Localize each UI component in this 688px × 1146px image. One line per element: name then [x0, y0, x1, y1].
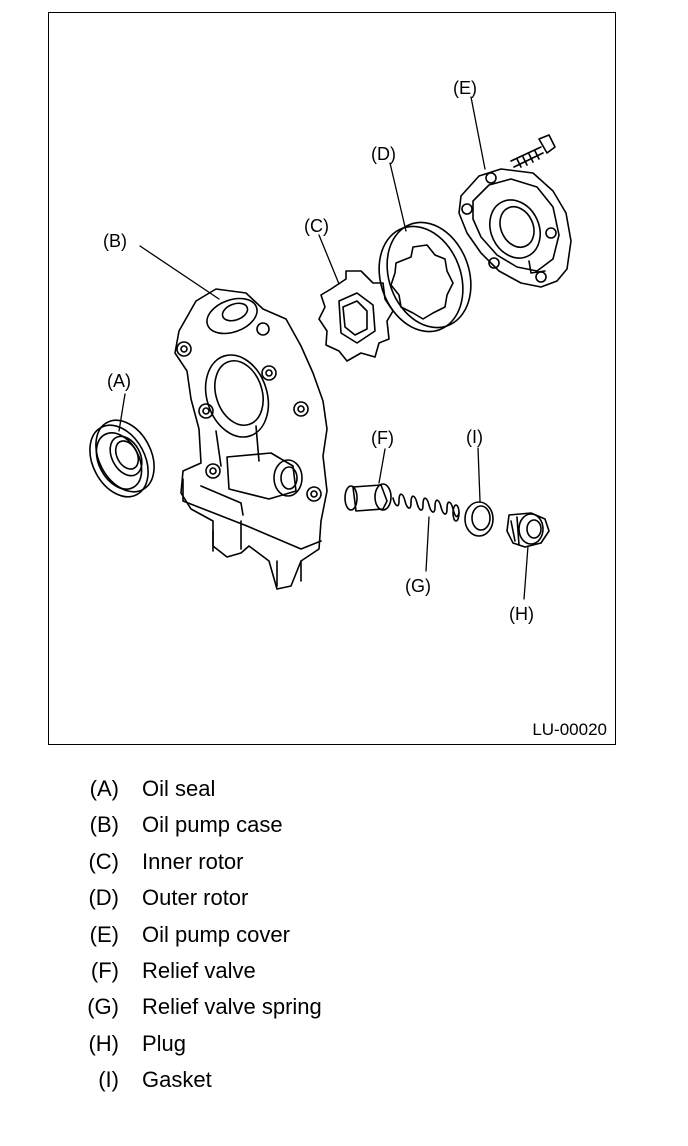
legend-key: (H)	[88, 1030, 119, 1056]
legend-label: Oil pump cover	[142, 921, 290, 947]
oil-pump-case-part	[174, 288, 328, 590]
callout-c: (C)	[304, 216, 329, 236]
leader-line-g	[425, 516, 430, 572]
oil-seal-part	[89, 419, 155, 498]
inner-rotor-part	[318, 270, 394, 362]
legend-key: (A)	[89, 776, 119, 801]
legend-item: (E) Oil pump cover	[0, 922, 688, 958]
legend-label: Oil pump case	[142, 812, 283, 838]
legend-label: Plug	[142, 1030, 187, 1056]
legend-label: Oil seal	[142, 776, 216, 801]
legend-label: Inner rotor	[142, 848, 244, 874]
legend-label: Relief valve spring	[142, 994, 322, 1020]
exploded-view-figure: (A) (B) (C) (D) (E) (F) (G) (H) (I) LU-0…	[48, 12, 616, 745]
legend-item: (G) Relief valve spring	[0, 994, 688, 1030]
legend-item: (I) Gasket	[0, 1067, 688, 1103]
leader-line-c	[318, 234, 340, 285]
gasket-part	[464, 501, 494, 537]
leader-line-b	[139, 245, 220, 300]
legend-key: (F)	[90, 958, 119, 983]
legend-item: (H) Plug	[0, 1031, 688, 1067]
oil-pump-cover-part	[458, 134, 572, 288]
callout-h: (H)	[509, 604, 534, 624]
legend-key: (E)	[89, 921, 119, 947]
outer-rotor-part	[378, 221, 472, 333]
plug-part	[506, 512, 550, 548]
leader-line-i	[477, 447, 481, 502]
callout-f: (F)	[371, 428, 394, 448]
leader-lines	[118, 96, 529, 600]
leader-line-d	[389, 162, 407, 232]
legend-key: (B)	[89, 812, 119, 838]
legend-item: (D) Outer rotor	[0, 885, 688, 921]
callout-e: (E)	[453, 78, 477, 98]
leader-line-a	[118, 393, 126, 432]
legend-item: (C) Inner rotor	[0, 849, 688, 885]
leader-line-h	[523, 545, 529, 600]
callout-g: (G)	[405, 576, 431, 596]
callout-d: (D)	[371, 144, 396, 164]
callout-a: (A)	[107, 371, 131, 391]
relief-valve-spring-part	[392, 493, 460, 522]
exploded-view-drawing: (A) (B) (C) (D) (E) (F) (G) (H) (I)	[89, 78, 572, 624]
relief-valve-part	[344, 483, 392, 512]
legend-item: (F) Relief valve	[0, 958, 688, 994]
legend-key: (D)	[88, 885, 119, 911]
legend-key: (I)	[98, 1067, 119, 1093]
legend-key: (C)	[88, 848, 119, 874]
leader-line-e	[470, 96, 486, 170]
legend-key: (G)	[87, 994, 119, 1020]
legend-item: (A) Oil seal	[0, 776, 688, 812]
legend-item: (B) Oil pump case	[0, 812, 688, 848]
legend-label: Gasket	[142, 1067, 212, 1093]
legend-label: Relief valve	[142, 958, 256, 983]
legend-label: Outer rotor	[142, 885, 249, 911]
leader-line-f	[378, 448, 386, 484]
callout-i: (I)	[466, 427, 483, 447]
callout-b: (B)	[103, 231, 127, 251]
figure-id-label: LU-00020	[532, 720, 607, 739]
